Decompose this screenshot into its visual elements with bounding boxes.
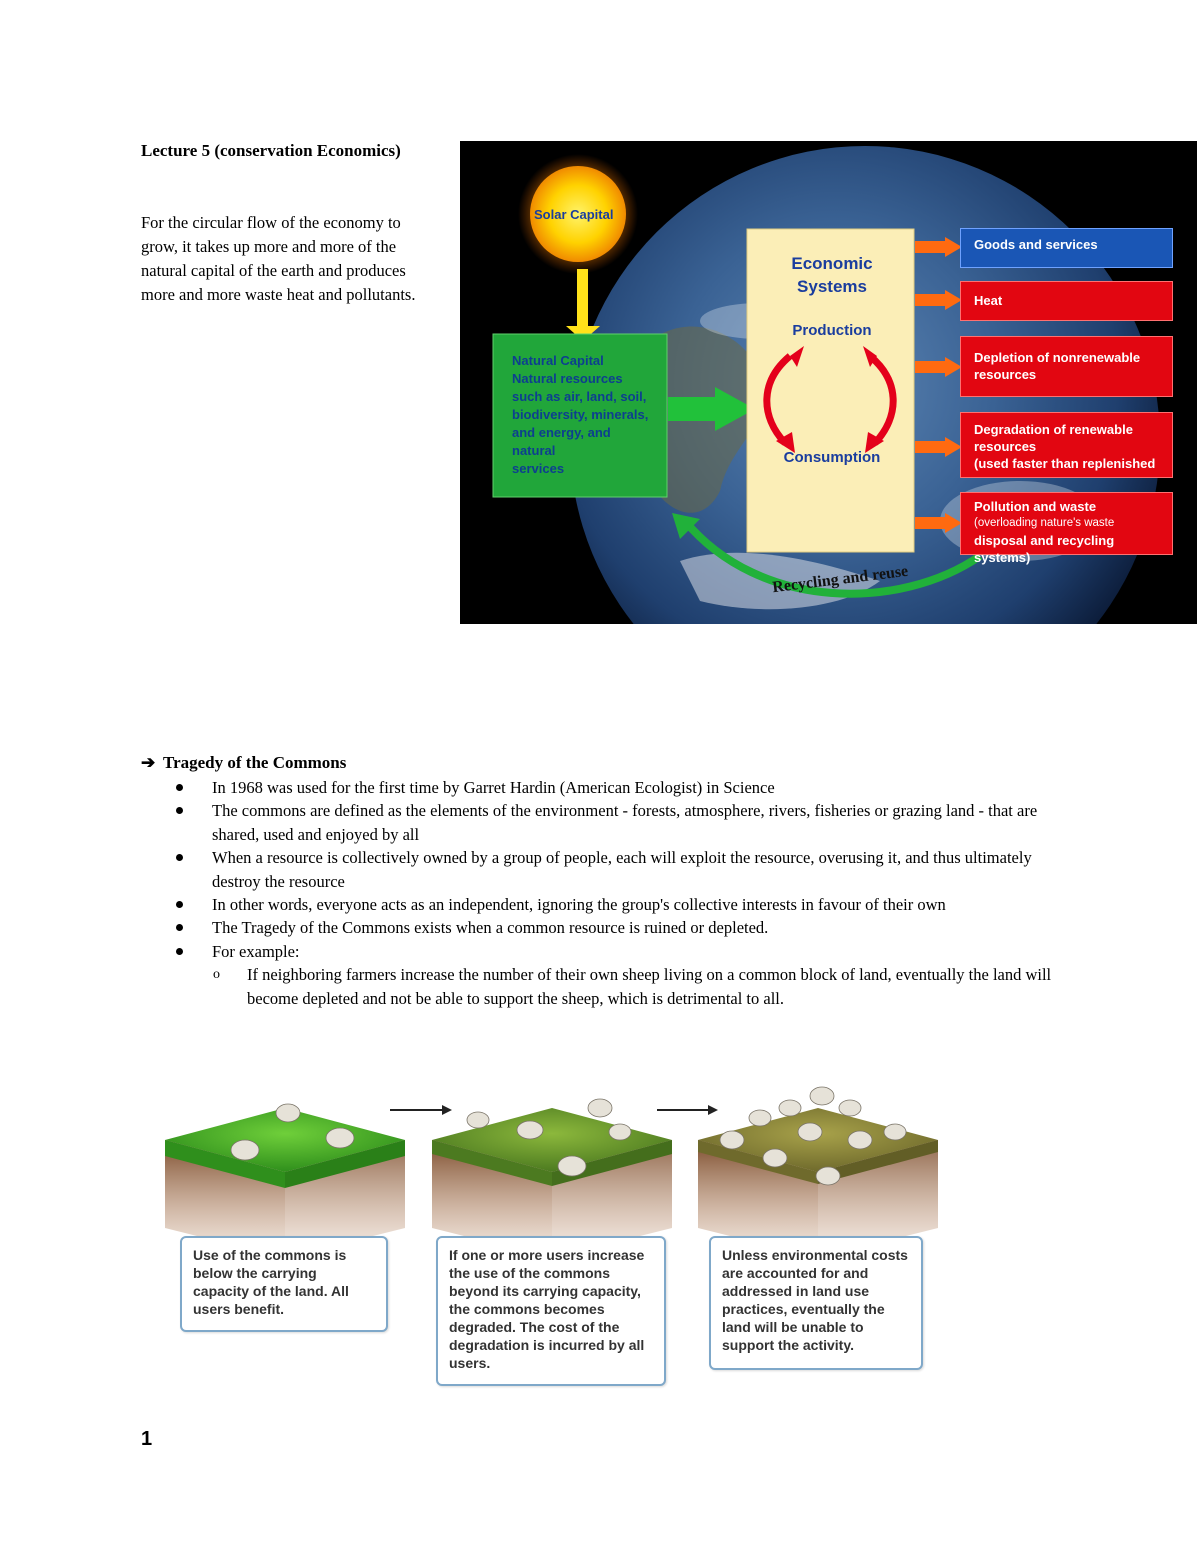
sheep-icon xyxy=(883,1123,907,1141)
land-block-depleted xyxy=(698,1108,938,1258)
sheep-icon xyxy=(230,1139,260,1161)
degradation-box: Degradation of renewable resources (used… xyxy=(960,412,1173,478)
sheep-icon xyxy=(719,1130,745,1150)
bullet-icon xyxy=(176,947,183,955)
bullet-list: In 1968 was used for the first time by G… xyxy=(176,776,1066,1010)
sheep-icon xyxy=(762,1148,788,1168)
sheep-icon xyxy=(587,1098,613,1118)
sheep-icon xyxy=(847,1130,873,1150)
bullet-icon xyxy=(176,924,183,932)
sheep-icon xyxy=(815,1166,841,1186)
progression-arrows xyxy=(390,1105,718,1115)
list-item: When a resource is collectively owned by… xyxy=(176,846,1066,893)
commons-illustration: Use of the commons is below the carrying… xyxy=(160,1068,940,1390)
consumption-label: Consumption xyxy=(783,449,881,466)
sheep-icon xyxy=(778,1099,802,1117)
economic-systems-label: Economic Systems xyxy=(791,254,873,296)
solar-capital-label: Solar Capital xyxy=(534,207,614,222)
sheep-icon xyxy=(516,1120,544,1140)
recycling-arrow xyxy=(681,518,983,598)
list-item: In 1968 was used for the first time by G… xyxy=(176,776,1066,799)
sheep-icon xyxy=(838,1099,862,1117)
depletion-box: Depletion of nonrenewable resources xyxy=(960,336,1173,397)
sheep-icon xyxy=(325,1127,355,1149)
sheep-icon xyxy=(557,1155,587,1177)
sheep-icon xyxy=(748,1109,772,1127)
sheep-icon xyxy=(809,1086,835,1106)
caption-stage-1: Use of the commons is below the carrying… xyxy=(180,1236,388,1332)
sheep-icon xyxy=(466,1111,490,1129)
list-item: In other words, everyone acts as an inde… xyxy=(176,893,1066,916)
sun-icon xyxy=(530,166,626,262)
economic-systems-box xyxy=(746,228,915,553)
pollution-box: Pollution and waste (overloading nature'… xyxy=(960,492,1173,565)
list-item: The commons are defined as the elements … xyxy=(176,799,1066,846)
sheep-icon xyxy=(797,1122,823,1142)
land-block-degraded xyxy=(432,1108,672,1258)
bullet-icon xyxy=(176,854,183,862)
intro-paragraph: For the circular flow of the economy to … xyxy=(141,213,416,304)
goods-services-box: Goods and services xyxy=(960,228,1173,268)
page-title: Lecture 5 (conservation Economics) xyxy=(141,141,401,160)
production-label: Production xyxy=(792,322,872,339)
page-number: 1 xyxy=(141,1428,153,1450)
sub-bullet-marker: o xyxy=(213,967,220,983)
natural-capital-box xyxy=(492,333,668,498)
natural-capital-text: Natural Capital Natural resources such a… xyxy=(512,353,649,476)
land-block-healthy xyxy=(165,1108,405,1258)
bullet-icon xyxy=(176,807,183,815)
sheep-icon xyxy=(608,1123,632,1141)
heat-box: Heat xyxy=(960,281,1173,321)
caption-stage-3: Unless environmental costs are accounted… xyxy=(709,1236,923,1370)
land-blocks-graphic xyxy=(165,1086,938,1258)
right-arrow-icon: ➔ xyxy=(141,753,156,772)
bullet-icon xyxy=(176,901,183,909)
economic-systems-diagram: Solar Capital Natural Capital Natural re… xyxy=(460,141,1197,624)
sheep-icon xyxy=(275,1103,301,1123)
bullet-icon xyxy=(176,784,183,791)
caption-stage-2: If one or more users increase the use of… xyxy=(436,1236,666,1386)
section-heading: ➔Tragedy of the Commons xyxy=(141,753,347,772)
list-item: The Tragedy of the Commons exists when a… xyxy=(176,916,1066,939)
